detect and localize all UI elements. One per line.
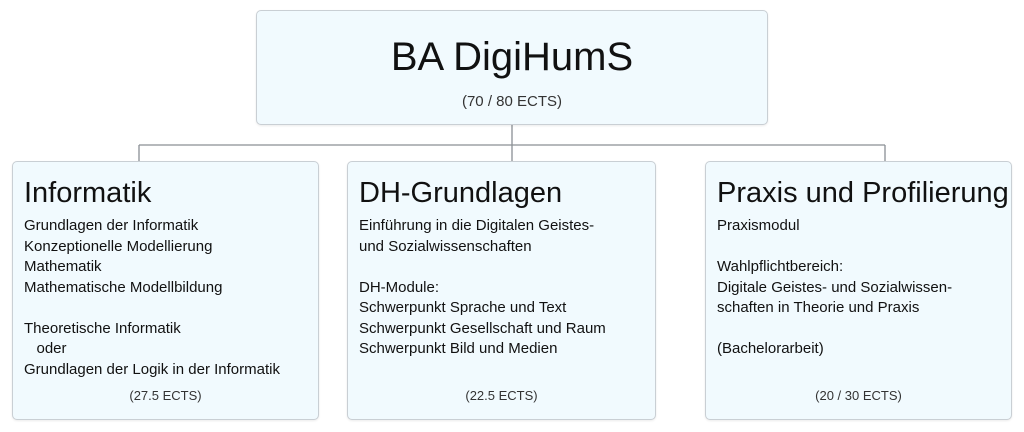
module-line: schaften in Theorie und Praxis (717, 299, 920, 316)
module-line: Grundlagen der Logik in der Informatik (24, 360, 280, 378)
module-line: Schwerpunkt Sprache und Text (359, 299, 567, 316)
module-line: Einführung in die Digitalen Geistes- (359, 217, 595, 234)
node-praxis-und-profilierung: Praxis und Profilierung Praxismodul Wahl… (705, 161, 1012, 420)
module-line: Schwerpunkt Gesellschaft und Raum (359, 319, 606, 337)
module-line: Grundlagen der Informatik (24, 217, 199, 234)
node-informatik: Informatik Grundlagen der Informatik Kon… (12, 161, 319, 420)
module-line: Schwerpunkt Bild und Medien (359, 340, 558, 357)
module-line (717, 319, 1005, 340)
module-line (24, 298, 312, 319)
module-line: und Sozialwissenschaften (359, 237, 532, 255)
module-line: oder (24, 340, 67, 357)
node-lines: Einführung in die Digitalen Geistes- und… (359, 216, 649, 360)
root-title: BA DigiHumS (390, 35, 634, 79)
node-title: Informatik (24, 177, 152, 209)
module-line: Mathematik (24, 258, 102, 275)
root-node: BA DigiHumS (70 / 80 ECTS) (256, 10, 768, 125)
module-line: Praxismodul (717, 217, 800, 234)
module-line: Wahlpflichtbereich: (717, 258, 844, 275)
module-line: Mathematische Modellbildung (24, 278, 223, 296)
node-credits: (22.5 ECTS) (465, 388, 538, 403)
node-credits: (27.5 ECTS) (129, 388, 202, 403)
module-line: Konzeptionelle Modellierung (24, 237, 213, 255)
module-line: Digitale Geistes- und Sozialwissen- (717, 278, 953, 296)
node-dh-grundlagen: DH-Grundlagen Einführung in die Digitale… (347, 161, 656, 420)
node-lines: Grundlagen der Informatik Konzeptionelle… (24, 216, 312, 380)
node-title: Praxis und Profilierung (717, 177, 1009, 209)
node-title: DH-Grundlagen (359, 177, 563, 209)
module-line: Theoretische Informatik (24, 319, 181, 337)
module-line (717, 237, 1005, 258)
root-credits: (70 / 80 ECTS) (461, 93, 563, 110)
module-line: (Bachelorarbeit) (717, 340, 824, 357)
module-line: DH-Module: (359, 278, 440, 296)
node-lines: Praxismodul Wahlpflichtbereich: Digitale… (717, 216, 1005, 360)
module-line (359, 257, 649, 278)
node-credits: (20 / 30 ECTS) (815, 388, 902, 403)
